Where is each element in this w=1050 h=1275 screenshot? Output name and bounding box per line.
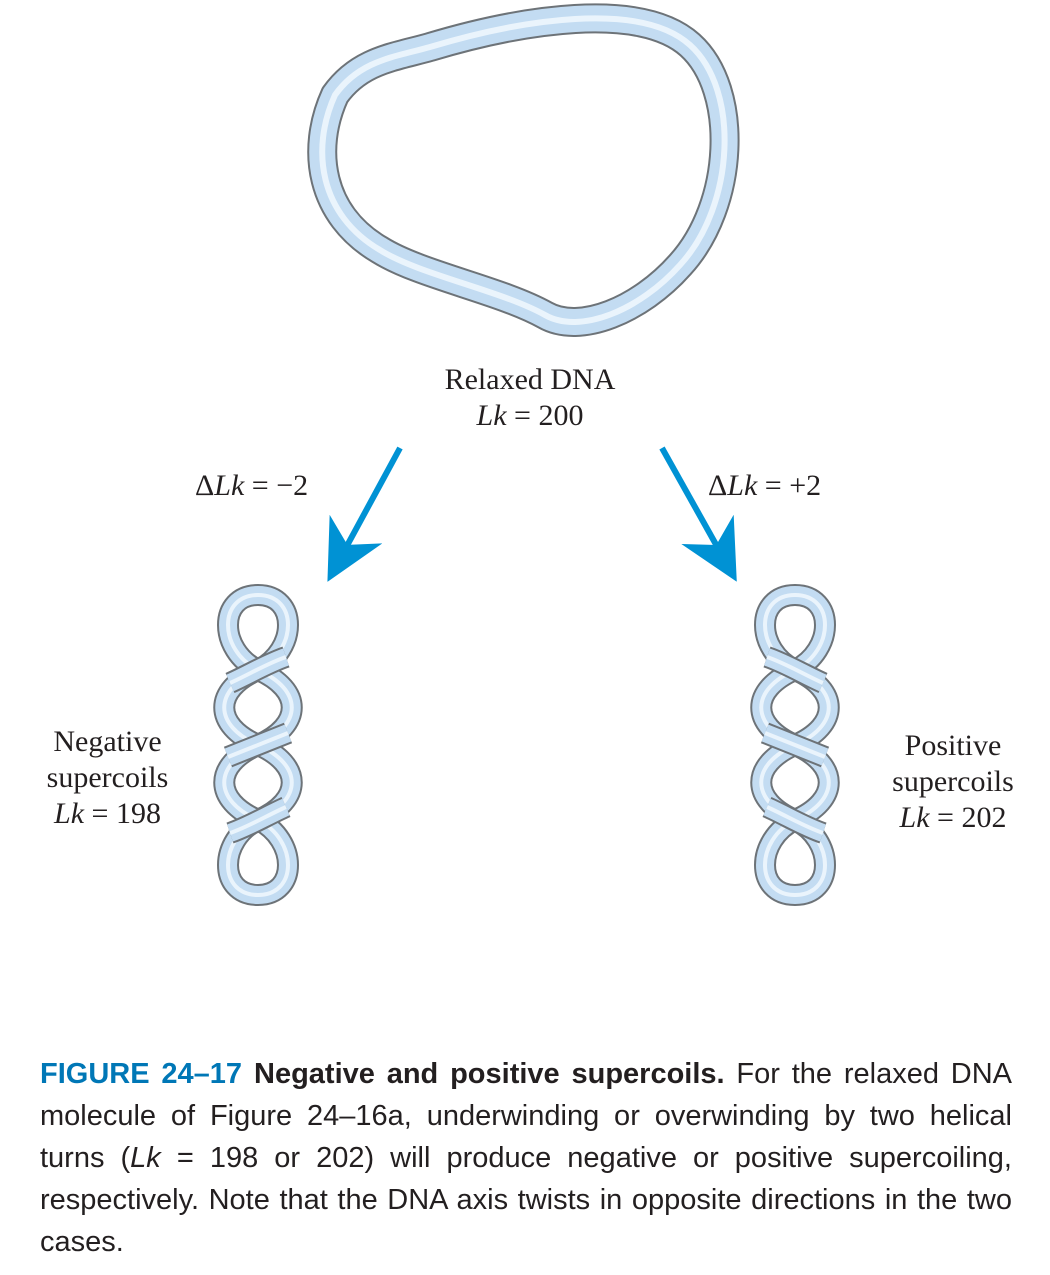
figure-number: FIGURE 24–17 bbox=[40, 1058, 243, 1090]
right-arrow bbox=[659, 446, 737, 582]
relaxed-dna-title: Relaxed DNA bbox=[444, 363, 616, 396]
left-arrow bbox=[327, 446, 403, 582]
figure-title: Negative and positive supercoils. bbox=[254, 1058, 725, 1090]
caption-text-1: For the relaxed DNA molecule of Figure 2… bbox=[40, 1058, 1012, 1174]
caption-text-2: = 198 or 202) will produce negative or p… bbox=[40, 1142, 1012, 1258]
negative-supercoils-label: Negative supercoils Lk = 198 bbox=[20, 724, 195, 832]
relaxed-dna-loop bbox=[307, 3, 740, 337]
lk-equals: = bbox=[929, 801, 962, 834]
positive-lk: Lk = 202 bbox=[868, 800, 1038, 836]
lk-symbol: Lk bbox=[54, 797, 85, 830]
lk-equals: = bbox=[506, 399, 539, 432]
lk-symbol: Lk bbox=[727, 469, 758, 502]
lk-value: 202 bbox=[961, 801, 1007, 834]
positive-line1: Positive bbox=[904, 729, 1002, 762]
right-arrow-label: ΔLk = +2 bbox=[708, 468, 821, 504]
figure-caption: FIGURE 24–17 Negative and positive superc… bbox=[40, 1053, 1012, 1263]
caption-lk-symbol: Lk bbox=[130, 1142, 161, 1174]
supercoil-diagram bbox=[213, 3, 840, 906]
lk-symbol: Lk bbox=[214, 469, 245, 502]
negative-line2: supercoils bbox=[46, 761, 169, 794]
delta-value: −2 bbox=[276, 469, 309, 502]
lk-value: 198 bbox=[115, 797, 161, 830]
lk-value: 200 bbox=[538, 399, 584, 432]
lk-equals: = bbox=[84, 797, 116, 830]
positive-line2: supercoils bbox=[892, 765, 1014, 798]
equals-sign: = bbox=[244, 469, 277, 502]
positive-supercoils-label: Positive supercoils Lk = 202 bbox=[868, 728, 1038, 836]
negative-lk: Lk = 198 bbox=[20, 796, 195, 832]
positive-supercoil bbox=[750, 584, 840, 906]
lk-symbol: Lk bbox=[476, 399, 507, 432]
equals-sign: = bbox=[757, 469, 790, 502]
delta-symbol: Δ bbox=[708, 469, 728, 502]
negative-line1: Negative bbox=[53, 725, 162, 758]
delta-value: +2 bbox=[789, 469, 822, 502]
left-arrow-label: ΔLk = −2 bbox=[195, 468, 308, 504]
lk-symbol: Lk bbox=[899, 801, 930, 834]
negative-supercoil bbox=[213, 584, 303, 906]
relaxed-dna-label: Relaxed DNA Lk = 200 bbox=[400, 362, 660, 434]
delta-symbol: Δ bbox=[195, 469, 215, 502]
relaxed-dna-lk: Lk = 200 bbox=[400, 398, 660, 434]
